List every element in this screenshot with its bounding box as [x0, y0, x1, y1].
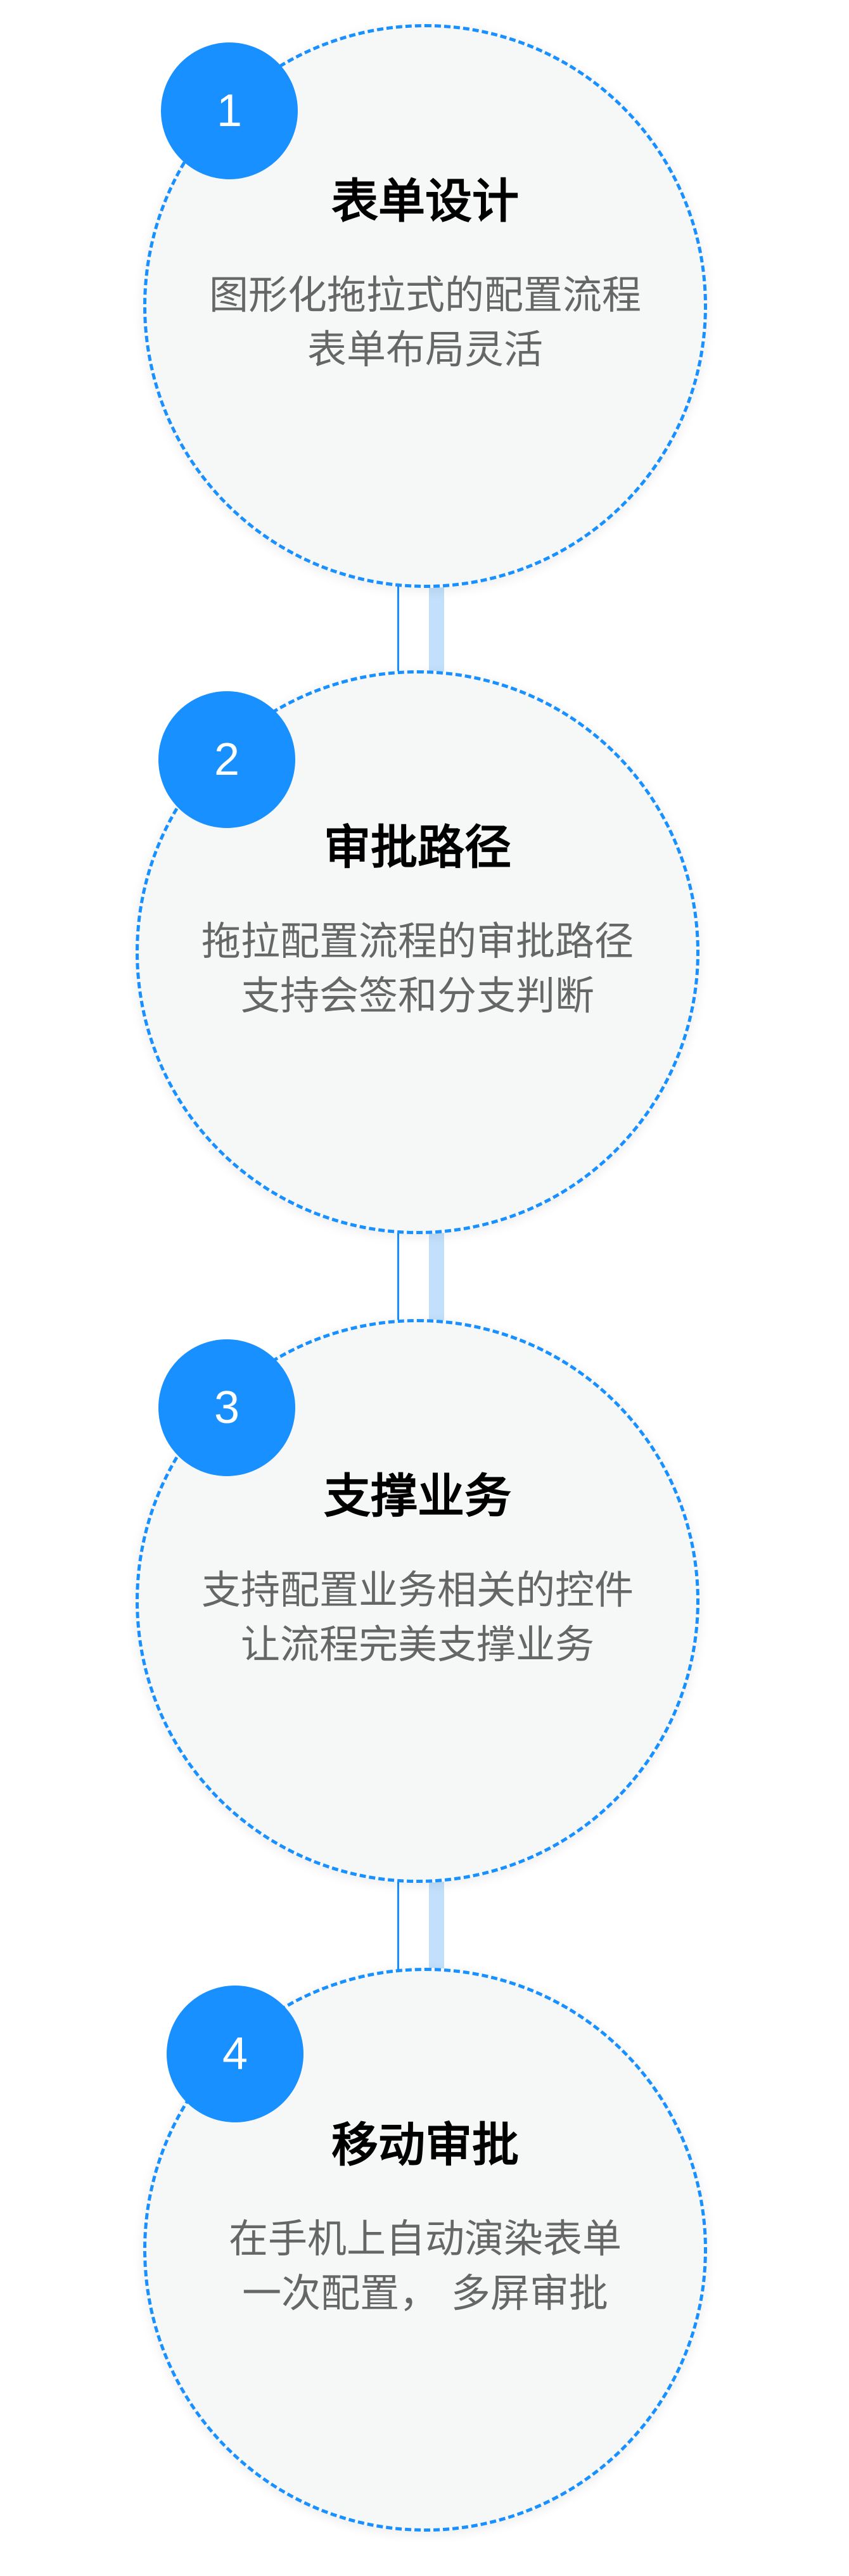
desc-line: 支持会签和分支判断: [240, 972, 594, 1019]
step-approval-path: 审批路径 拖拉配置流程的审批路径 支持会签和分支判断 2: [136, 670, 699, 1234]
step-description: 支持配置业务相关的控件 让流程完美支撑业务: [136, 1563, 699, 1672]
step-description: 拖拉配置流程的审批路径 支持会签和分支判断: [136, 914, 699, 1023]
connector-line-2: [397, 1229, 399, 1324]
step-circle: [143, 1968, 707, 2532]
step-title: 表单设计: [331, 174, 519, 229]
step-number-badge: 3: [158, 1339, 295, 1476]
step-mobile-approval: 移动审批 在手机上自动演染表单 一次配置， 多屏审批 4: [143, 1968, 707, 2532]
connector-line-1: [397, 583, 399, 675]
desc-line: 在手机上自动演染表单: [228, 2216, 622, 2262]
step-description: 图形化拖拉式的配置流程 表单布局灵活: [143, 268, 707, 377]
desc-line: 一次配置， 多屏审批: [242, 2270, 608, 2316]
desc-line: 表单布局灵活: [307, 326, 543, 373]
desc-line: 拖拉配置流程的审批路径: [201, 918, 634, 964]
connector-line-3: [397, 1878, 399, 1973]
desc-line: 让流程完美支撑业务: [240, 1621, 594, 1667]
desc-line: 支持配置业务相关的控件: [201, 1567, 634, 1613]
step-description: 在手机上自动演染表单 一次配置， 多屏审批: [143, 2212, 707, 2321]
desc-line: 图形化拖拉式的配置流程: [208, 272, 641, 318]
connector-bar-1: [429, 583, 444, 675]
step-number-badge: 1: [161, 42, 298, 179]
step-number-badge: 4: [167, 1986, 303, 2122]
step-title: 支撑业务: [324, 1469, 511, 1524]
step-title: 移动审批: [331, 2118, 519, 2172]
step-number-badge: 2: [158, 691, 295, 828]
step-form-design: 表单设计 图形化拖拉式的配置流程 表单布局灵活 1: [143, 24, 707, 588]
connector-bar-2: [429, 1229, 444, 1324]
step-business-support: 支撑业务 支持配置业务相关的控件 让流程完美支撑业务 3: [136, 1319, 699, 1883]
step-title: 审批路径: [324, 820, 511, 875]
step-circle: [136, 670, 699, 1234]
connector-bar-3: [429, 1878, 444, 1973]
